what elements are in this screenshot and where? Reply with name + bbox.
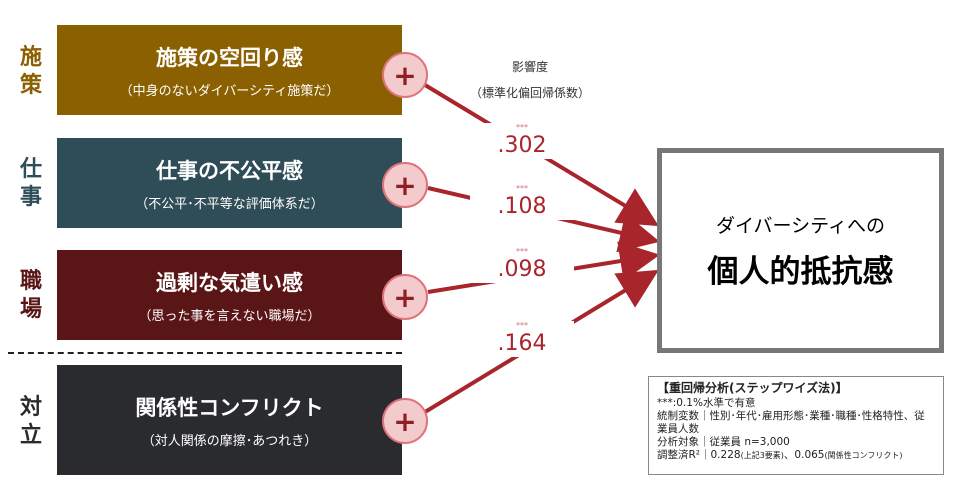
factor-title: 施策の空回り感 [156,45,303,70]
plus-icon: + [382,162,428,208]
note-controls: 統制変数｜性別･年代･雇用形態･業種･職種･性格特性、従業員人数 [657,410,925,435]
factor-box-work: 仕事の不公平感 （不公平･不平等な評価体系だ） [57,138,402,228]
note-significance: ***:0.1%水準で有意 [657,397,756,409]
coefficient-work: ***.108 [470,184,574,220]
factor-title: 仕事の不公平感 [156,158,303,183]
factor-subtitle: （思った事を言えない職場だ） [138,308,321,324]
target-outcome-box: ダイバーシティへの 個人的抵抗感 [657,148,944,353]
coefficient-workplace: ***.098 [470,247,574,283]
factor-box-workplace: 過剰な気遣い感 （思った事を言えない職場だ） [57,250,402,340]
analysis-note: 【重回帰分析(ステップワイズ法)】 ***:0.1%水準で有意 統制変数｜性別･… [648,376,944,475]
factor-title: 過剰な気遣い感 [156,270,303,295]
factor-box-conflict: 関係性コンフリクト （対人関係の摩擦･あつれき） [57,365,402,475]
header-title: 影響度 [511,60,548,74]
target-line2: 個人的抵抗感 [707,253,894,290]
coefficient-header: 影響度 （標準化偏回帰係数） [450,54,610,106]
note-r2: 調整済R²｜0.228(上記3要素)、0.065(関係性コンフリクト) [657,449,903,461]
coefficient-policy: ***.302 [470,123,574,159]
note-title: 【重回帰分析(ステップワイズ法)】 [657,381,848,395]
side-label-work: 仕事 [19,157,42,210]
factor-subtitle: （対人関係の摩擦･あつれき） [141,433,318,449]
plus-icon: + [382,398,428,444]
factor-box-policy: 施策の空回り感 （中身のないダイバーシティ施策だ） [57,25,402,115]
target-line1: ダイバーシティへの [715,214,886,237]
note-sample: 分析対象｜従業員 n=3,000 [657,436,790,448]
factor-title: 関係性コンフリクト [135,395,324,420]
divider-dashed [8,352,402,354]
factor-subtitle: （中身のないダイバーシティ施策だ） [119,83,340,99]
coefficient-conflict: ***.164 [470,321,574,357]
header-subtitle: （標準化偏回帰係数） [469,86,590,100]
side-label-conflict: 対立 [19,395,42,448]
factor-subtitle: （不公平･不平等な評価体系だ） [135,196,324,212]
side-label-policy: 施策 [19,45,42,98]
plus-icon: + [382,52,428,98]
side-label-workplace: 職場 [19,269,42,322]
plus-icon: + [382,274,428,320]
